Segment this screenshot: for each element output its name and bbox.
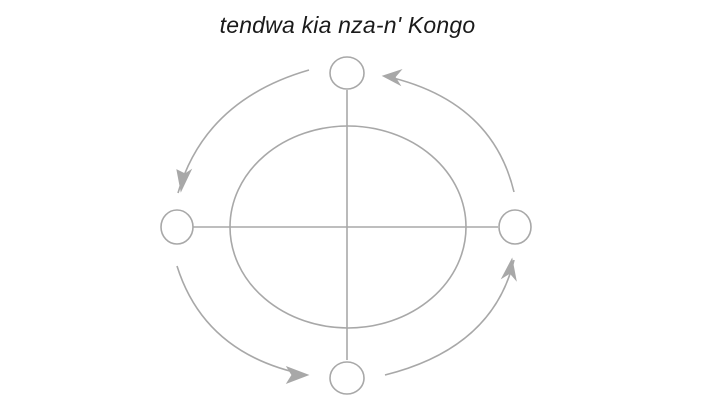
arc-bottom-to-right [384,259,515,376]
diagram-title: tendwa kia nza-n' Kongo [219,12,476,38]
right-node [498,209,532,245]
arrowhead-bottom-right [285,366,310,384]
arrowhead-up-right [500,257,517,282]
arc-right-to-top [384,75,515,193]
arrowhead-top-left [381,68,403,87]
top-node [329,56,365,90]
bottom-node [329,361,365,395]
arc-left-to-bottom [176,265,308,376]
arrowhead-down-left [176,168,193,193]
arc-top-to-left [177,69,310,194]
left-node [160,209,194,245]
